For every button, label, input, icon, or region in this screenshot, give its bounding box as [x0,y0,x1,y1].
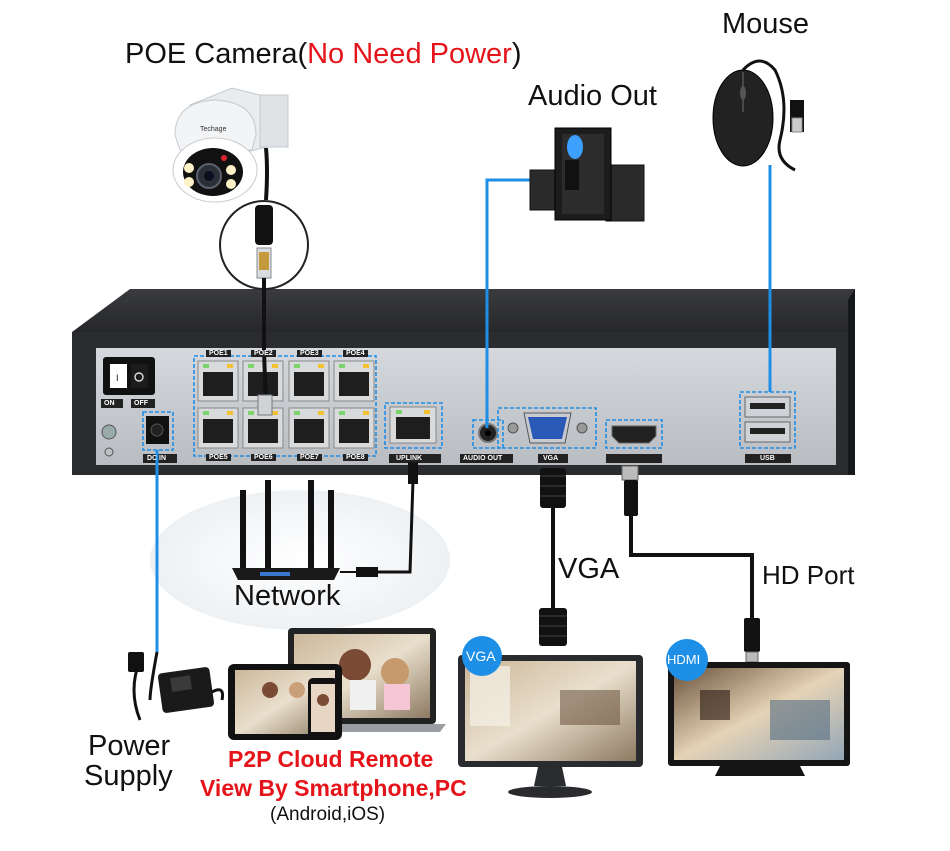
poe-camera: Techage [172,87,289,203]
network-label: Network [234,580,341,612]
hdmi-monitor [666,639,850,776]
svg-text:I: I [116,373,119,383]
hdmi-cable [621,465,760,663]
audio-out-label: Audio Out [528,80,657,112]
p2p-line2: View By Smartphone,PC [200,775,467,801]
switch-off-label: OFF [134,400,148,407]
poe7-label: POE7 [297,454,322,461]
network-router [232,462,418,580]
hdmi-badge: HDMI [667,652,701,667]
vga-cable [539,468,567,646]
devices-mobile-pc [228,628,446,740]
poe6-label: POE6 [251,454,276,461]
usb-port-label: USB [760,455,775,462]
power-label: Power [88,730,171,762]
poe4-label: POE4 [343,350,368,357]
vga-label: VGA [558,553,620,585]
connection-lines [155,165,772,652]
p2p-line3: (Android,iOS) [270,804,386,825]
no-need-power-text: No Need Power [307,38,512,70]
poe2-label: POE2 [251,350,276,357]
vga-port-label: VGA [543,455,559,462]
poe5-label: POE5 [206,454,231,461]
poe-camera-close-paren: ) [511,38,522,70]
background-glow [150,490,450,630]
poe-port-5 [197,407,239,449]
poe-port-8 [333,407,375,449]
poe3-label: POE3 [297,350,322,357]
rj45-connector-callout [219,200,309,416]
dc-in-label: DC IN [147,455,167,462]
vga-badge: VGA [466,648,496,664]
ground-screw-icon [101,424,117,440]
p2p-line1: P2P Cloud Remote [228,746,434,772]
speaker-system [529,127,645,222]
hdmi-badge-bg [666,639,708,681]
poe-port-3 [288,360,330,402]
hdmi-port [611,425,657,444]
poe-camera-label: POE Camera(No Need Power) [125,38,522,71]
poe-port-1 [197,360,239,402]
poe-port-7 [288,407,330,449]
usb-mouse [712,59,804,172]
nvr-recorder: I [72,289,855,475]
poe1-label: POE1 [206,350,231,357]
mouse-label: Mouse [722,8,810,40]
vga-badge-bg [462,636,502,676]
poe-camera-text: POE Camera( [125,38,308,70]
audio-out-port-label: AUDIO OUT [463,455,503,462]
hd-port-label: HD Port [762,560,855,590]
power-adapter [128,651,224,721]
vga-monitor [458,636,643,798]
poe8-label: POE8 [343,454,368,461]
poe-port-4 [333,360,375,402]
supply-label: Supply [84,760,173,792]
switch-on-label: ON [104,400,115,407]
camera-brand: Techage [200,126,227,133]
uplink-label: UPLINK [396,455,423,462]
